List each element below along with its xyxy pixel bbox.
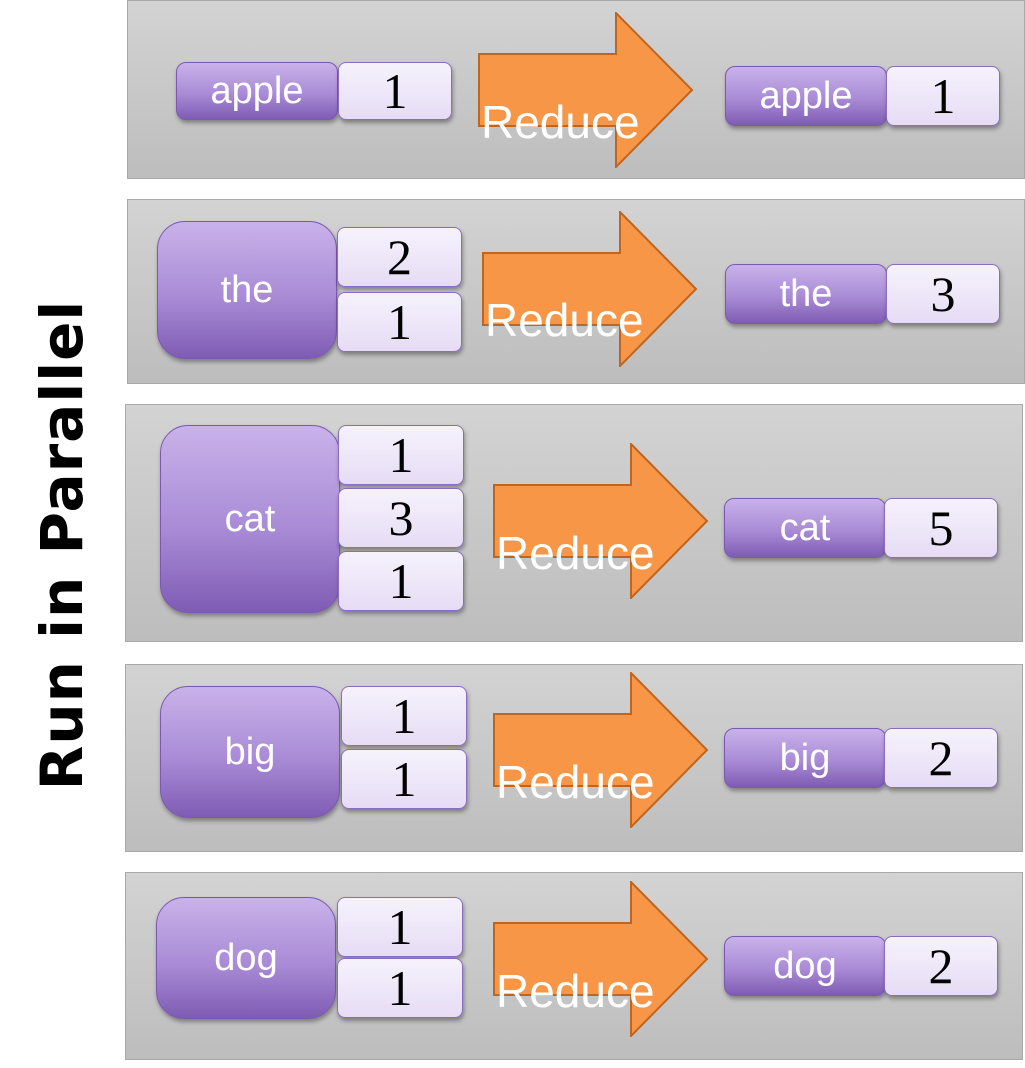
input-value: 2 [337, 227, 462, 287]
input-value: 1 [341, 686, 467, 746]
input-key-dog: dog [156, 897, 336, 1019]
reduce-label: Reduce [496, 527, 655, 579]
input-value: 1 [337, 897, 463, 957]
output-value: 1 [886, 66, 1000, 126]
input-key-big: big [160, 686, 340, 818]
output-key-the: the [725, 264, 887, 324]
input-value: 1 [338, 425, 464, 485]
reduce-arrow-icon [482, 211, 698, 367]
input-value: 1 [338, 62, 452, 120]
reduce-label: Reduce [485, 294, 644, 346]
output-value: 2 [884, 936, 998, 996]
input-key-apple: apple [176, 62, 338, 120]
input-key-cat: cat [160, 425, 340, 613]
reduce-arrow-icon [478, 12, 694, 168]
reduce-label: Reduce [481, 96, 640, 148]
input-value: 1 [337, 292, 462, 352]
reduce-arrow-icon [493, 672, 709, 828]
output-value: 3 [886, 264, 1000, 324]
input-value: 1 [338, 551, 464, 611]
side-title: Run in Parallel [28, 299, 96, 791]
output-value: 5 [884, 498, 998, 558]
input-value: 3 [338, 488, 464, 548]
reduce-arrow-icon [493, 443, 709, 599]
output-value: 2 [884, 728, 998, 788]
input-key-the: the [157, 221, 337, 359]
reduce-label: Reduce [496, 756, 655, 808]
output-key-big: big [724, 728, 886, 788]
reduce-arrow-icon [493, 881, 709, 1037]
output-key-cat: cat [724, 498, 886, 558]
output-key-dog: dog [724, 936, 886, 996]
input-value: 1 [337, 958, 463, 1018]
output-key-apple: apple [725, 66, 887, 126]
reduce-label: Reduce [496, 965, 655, 1017]
input-value: 1 [341, 749, 467, 809]
